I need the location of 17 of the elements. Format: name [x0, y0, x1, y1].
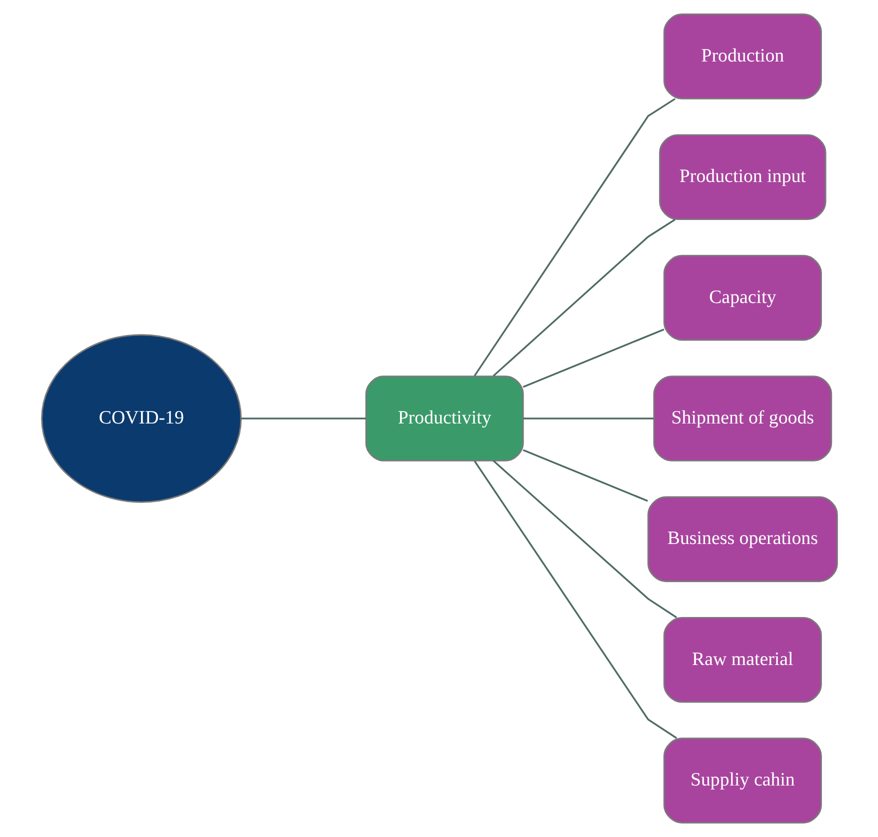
node-ellipse: COVID-19 [40, 334, 242, 503]
node-box: Business operations [646, 496, 838, 582]
connector [473, 460, 677, 739]
connector [492, 460, 677, 618]
node-box: Raw material [662, 616, 822, 703]
node-box: Shipment of goods [652, 376, 832, 462]
connector [240, 418, 366, 420]
connector [522, 449, 648, 502]
connector [492, 218, 676, 377]
node-box: Production [662, 14, 822, 100]
node-box: Suppliy cahin [662, 738, 822, 824]
node-box: Capacity [662, 254, 822, 341]
connector [473, 98, 676, 376]
connector [522, 418, 654, 420]
connector [522, 328, 664, 388]
node-box: Production input [658, 134, 826, 220]
node-box: Productivity [364, 376, 524, 462]
